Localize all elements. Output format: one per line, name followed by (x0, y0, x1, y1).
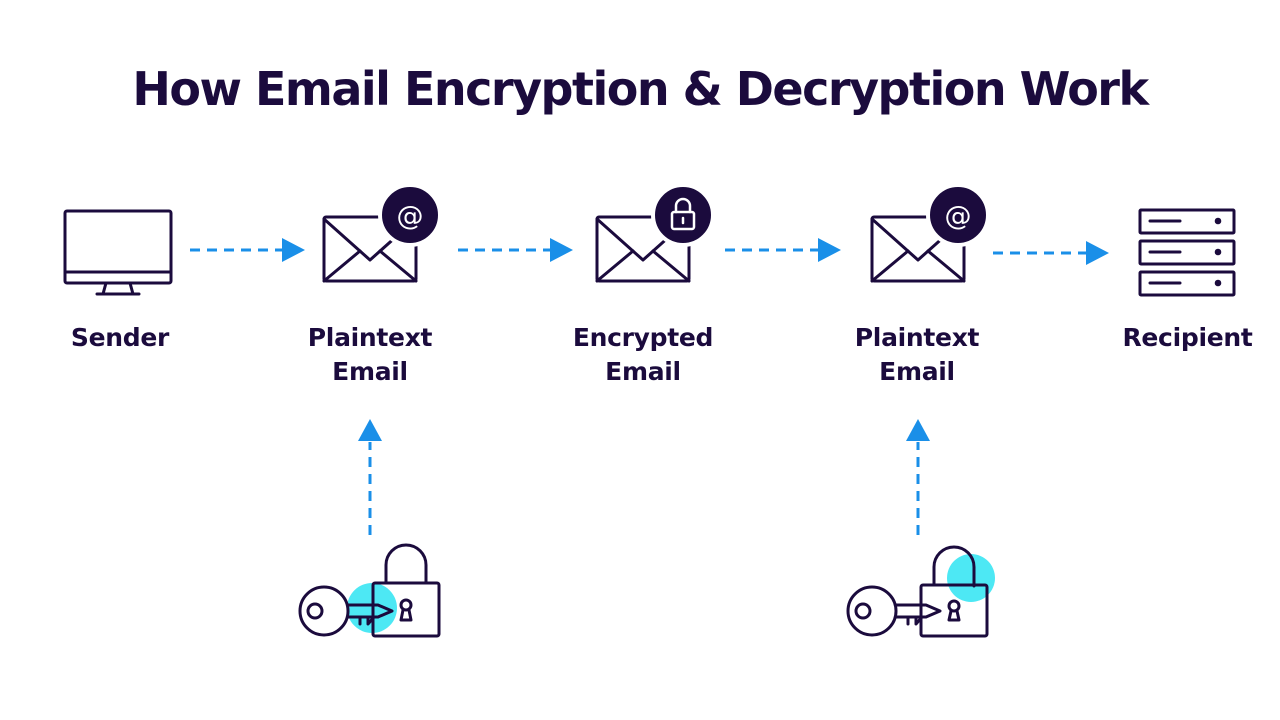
encrypted-email-label: Encrypted Email (572, 323, 714, 386)
recipient-label: Recipient (1122, 323, 1253, 352)
key-padlock-unlocked-icon (846, 545, 995, 638)
plaintext-email-label-2: Plaintext Email (854, 323, 980, 386)
arrowhead-icon (1086, 241, 1109, 265)
arrowhead-icon (906, 419, 930, 441)
arrowhead-icon (358, 419, 382, 441)
server-icon (1138, 208, 1236, 297)
key-padlock-locked-icon (298, 543, 441, 638)
lock-badge-icon (651, 183, 715, 247)
page-title: How Email Encryption & Decryption Work (132, 62, 1149, 116)
at-badge-icon: @ (926, 183, 990, 247)
envelope-at-icon (322, 215, 418, 283)
sender-label: Sender (70, 323, 170, 352)
svg-text:@: @ (945, 201, 972, 232)
svg-text:@: @ (397, 201, 424, 232)
plaintext-email-label-1: Plaintext Email (307, 323, 433, 386)
arrowhead-icon (818, 238, 841, 262)
monitor-icon (63, 209, 173, 296)
at-badge-icon: @ (378, 183, 442, 247)
arrowhead-icon (550, 238, 573, 262)
arrowhead-icon (282, 238, 305, 262)
